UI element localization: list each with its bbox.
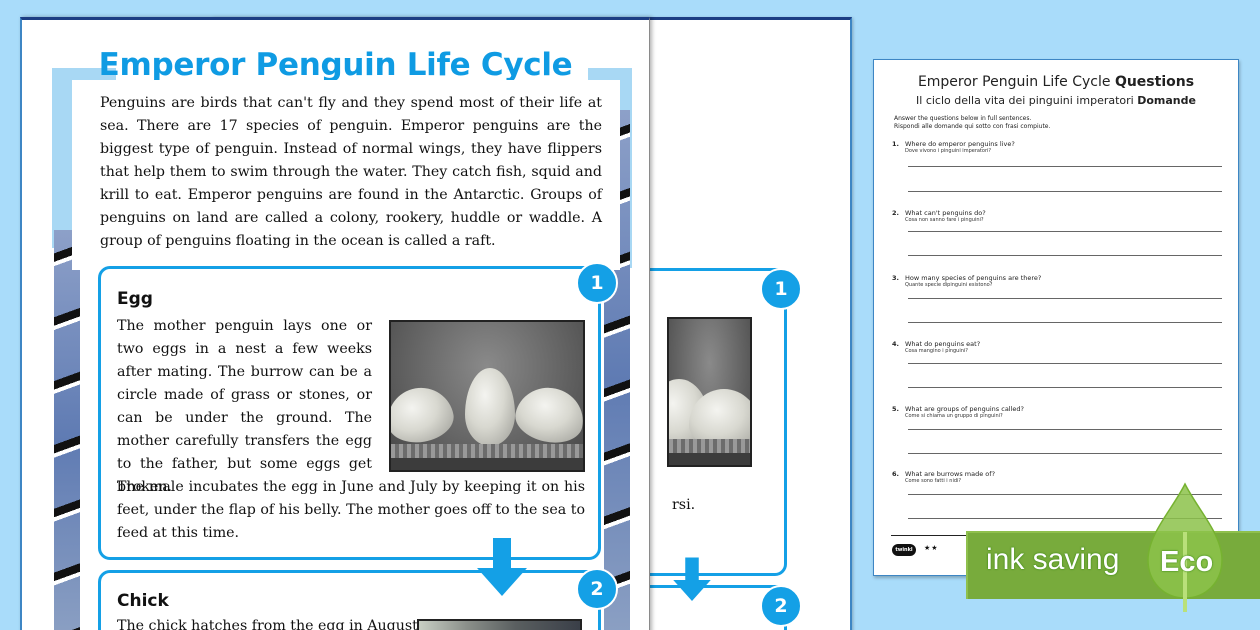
title-it: Il ciclo della vita dei pinguini imperat… <box>916 94 1138 107</box>
penguin-border-decoration <box>54 230 80 630</box>
down-arrow-icon <box>477 538 527 598</box>
answer-line[interactable] <box>908 322 1222 323</box>
question-it: Cosa non sanno fare i pinguini? <box>905 217 984 223</box>
question-en: What are groups of penguins called? <box>905 405 1024 413</box>
instructions: Answer the questions below in full sente… <box>894 115 1050 131</box>
title-en-bold: Questions <box>1114 74 1195 90</box>
question-en: Where do emperor penguins live? <box>905 140 1015 148</box>
instructions-en: Answer the questions below in full sente… <box>894 115 1032 122</box>
questions-subtitle: Il ciclo della vita dei pinguini imperat… <box>874 94 1238 107</box>
question-it: Dove vivono i pinguini imperatori? <box>905 148 992 154</box>
instructions-it: Rispondi alle domande qui sotto con fras… <box>894 123 1051 130</box>
difficulty-stars: ★★ <box>924 544 939 552</box>
question-number: 4. <box>892 340 899 348</box>
twinkl-logo: twinkl <box>892 544 916 556</box>
question-en: How many species of penguins are there? <box>905 274 1042 282</box>
footer-divider <box>891 535 991 536</box>
questions-title: Emperor Penguin Life Cycle Questions <box>874 74 1238 90</box>
answer-line[interactable] <box>908 255 1222 256</box>
answer-line[interactable] <box>908 363 1222 364</box>
answer-line[interactable] <box>908 298 1222 299</box>
eco-label: Eco <box>1160 546 1214 578</box>
question-en: What can't penguins do? <box>905 209 986 217</box>
eco-leaf-drop-icon <box>1147 482 1223 612</box>
stage-1-number: 1 <box>760 268 802 310</box>
stage-text: The chick hatches from the egg in August <box>117 618 418 630</box>
answer-line[interactable] <box>908 231 1222 232</box>
question-en: What do penguins eat? <box>905 340 981 348</box>
question-en: What are burrows made of? <box>905 470 996 478</box>
down-arrow-icon <box>673 557 711 603</box>
stage-1-card: Egg The mother penguin lays one or two e… <box>98 266 601 560</box>
question-number: 6. <box>892 470 899 478</box>
answer-line[interactable] <box>908 429 1222 430</box>
stage-title: Egg <box>117 289 153 309</box>
english-reading-page: Emperor Penguin Life Cycle Penguins are … <box>20 17 650 630</box>
title-en: Emperor Penguin Life Cycle <box>917 74 1115 90</box>
page-title: Emperor Penguin Life Cycle <box>98 47 573 83</box>
questions-worksheet: Emperor Penguin Life Cycle Questions Il … <box>873 59 1239 576</box>
egg-photo <box>667 317 752 467</box>
question-it: Cosa mangino i pinguini? <box>905 348 968 354</box>
question-it: Quante specie dipinguini esistono? <box>905 282 993 288</box>
answer-line[interactable] <box>908 494 1222 495</box>
question-number: 3. <box>892 274 899 282</box>
question-number: 5. <box>892 405 899 413</box>
stage-2-number: 2 <box>760 585 802 627</box>
stage-text-continued: The male incubates the egg in June and J… <box>117 479 585 541</box>
egg-photo <box>389 320 585 472</box>
answer-line[interactable] <box>908 387 1222 388</box>
decorative-bracket <box>52 68 72 248</box>
stage-1-number: 1 <box>576 262 618 304</box>
answer-line[interactable] <box>908 518 1222 519</box>
stage-text: The mother penguin lays one or two eggs … <box>117 318 372 495</box>
answer-line[interactable] <box>908 453 1222 454</box>
question-number: 2. <box>892 209 899 217</box>
chick-photo <box>417 619 582 630</box>
question-number: 1. <box>892 140 899 148</box>
title-it-bold: Domande <box>1137 94 1196 107</box>
answer-line[interactable] <box>908 191 1222 192</box>
stage-title: Chick <box>117 591 169 611</box>
stage-1-text-fragment: rsi. <box>672 497 696 513</box>
question-it: Come sono fatti i nidi? <box>905 478 962 484</box>
question-it: Come si chiama un gruppo di pinguini? <box>905 413 1003 419</box>
answer-line[interactable] <box>908 166 1222 167</box>
ink-saving-text: ink saving <box>986 543 1120 576</box>
stage-2-number: 2 <box>576 568 618 610</box>
intro-paragraph: Penguins are birds that can't fly and th… <box>100 95 602 249</box>
